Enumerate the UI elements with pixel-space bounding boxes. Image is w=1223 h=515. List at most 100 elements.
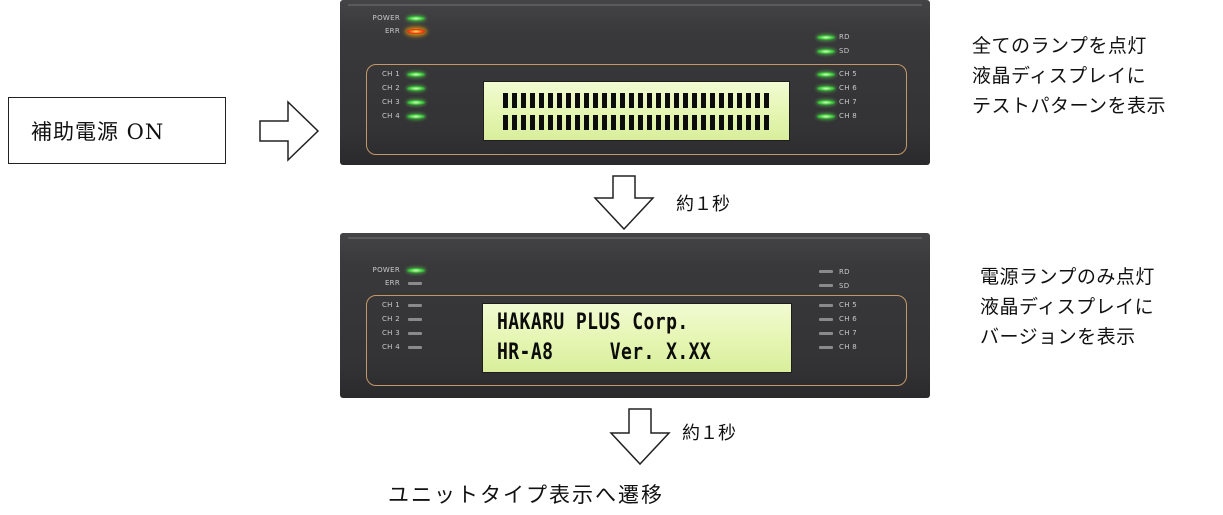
lcd-test-pattern bbox=[483, 81, 790, 141]
lcd-segment bbox=[701, 115, 706, 130]
stage2-description-line: 電源ランプのみ点灯 bbox=[980, 266, 1155, 288]
lcd-segment bbox=[656, 115, 661, 130]
ch3-lamp bbox=[408, 332, 422, 335]
rd-label: RD bbox=[839, 268, 850, 276]
ch6-label: CH 6 bbox=[839, 315, 858, 323]
err-label: ERR bbox=[384, 27, 400, 35]
lcd-segment bbox=[611, 93, 616, 108]
lcd-segment bbox=[665, 115, 670, 130]
lcd-segment bbox=[692, 115, 697, 130]
lcd-segment bbox=[557, 93, 562, 108]
ch6-lamp bbox=[817, 86, 835, 91]
lcd-segment bbox=[584, 115, 589, 130]
lcd-segment bbox=[557, 115, 562, 130]
ch6-lamp bbox=[819, 318, 833, 321]
device-panel-all-lamps: POWER ERR CH 1 CH 2 CH 3 CH 4 RD SD CH 5… bbox=[340, 0, 930, 165]
lcd-segment bbox=[539, 115, 544, 130]
test-pattern-row-1 bbox=[503, 93, 769, 108]
ch5-lamp bbox=[819, 304, 833, 307]
ch7-lamp bbox=[819, 332, 833, 335]
lcd-segment bbox=[701, 93, 706, 108]
lcd-segment bbox=[719, 115, 724, 130]
lcd-segment bbox=[647, 93, 652, 108]
power-lamp bbox=[407, 268, 425, 273]
ch2-lamp bbox=[408, 318, 422, 321]
ch7-lamp bbox=[817, 100, 835, 105]
down-arrow-icon bbox=[609, 408, 671, 466]
lcd-segment bbox=[638, 115, 643, 130]
stage1-description-line: テストパターンを表示 bbox=[972, 95, 1167, 117]
lcd-segment bbox=[593, 115, 598, 130]
stage2-description-line: 液晶ディスプレイに bbox=[980, 296, 1155, 318]
ch3-label: CH 3 bbox=[381, 329, 400, 337]
lcd-segment bbox=[647, 115, 652, 130]
err-label: ERR bbox=[384, 279, 400, 287]
lcd-segment bbox=[746, 93, 751, 108]
lcd-segment bbox=[629, 93, 634, 108]
lcd-segment bbox=[539, 93, 544, 108]
ch1-lamp bbox=[408, 304, 422, 307]
lcd-segment bbox=[530, 93, 535, 108]
ch8-label: CH 8 bbox=[839, 112, 858, 120]
lcd-segment bbox=[692, 93, 697, 108]
lcd-segment bbox=[674, 93, 679, 108]
lcd-segment bbox=[575, 93, 580, 108]
final-state-label: ユニットタイプ表示へ遷移 bbox=[388, 483, 664, 507]
ch4-lamp bbox=[407, 114, 425, 119]
lcd-segment bbox=[719, 93, 724, 108]
ch1-label: CH 1 bbox=[381, 301, 400, 309]
channel-frame bbox=[366, 64, 907, 155]
lcd-segment bbox=[566, 115, 571, 130]
power-on-label: 補助電源 ON bbox=[31, 119, 165, 144]
lcd-segment bbox=[737, 93, 742, 108]
lcd-segment bbox=[566, 93, 571, 108]
stage1-description-line: 全てのランプを点灯 bbox=[972, 35, 1147, 57]
lcd-segment bbox=[602, 115, 607, 130]
err-lamp bbox=[407, 29, 425, 34]
lcd-segment bbox=[530, 115, 535, 130]
lcd-segment bbox=[665, 93, 670, 108]
lcd-segment bbox=[737, 115, 742, 130]
lcd-segment bbox=[656, 93, 661, 108]
lcd-segment bbox=[602, 93, 607, 108]
ch2-lamp bbox=[407, 86, 425, 91]
power-lamp bbox=[407, 16, 425, 21]
lcd-segment bbox=[629, 115, 634, 130]
stage2-description-line: バージョンを表示 bbox=[980, 326, 1136, 348]
lcd-segment bbox=[503, 115, 508, 130]
stage2-description: 電源ランプのみ点灯 液晶ディスプレイに バージョンを表示 bbox=[980, 262, 1155, 352]
lcd-segment bbox=[593, 93, 598, 108]
ch1-label: CH 1 bbox=[381, 70, 400, 78]
channel-frame bbox=[366, 295, 907, 386]
lcd-version-display: HAKARU PLUS Corp. HR-A8 Ver. X.XX bbox=[482, 303, 792, 373]
ch4-label: CH 4 bbox=[381, 112, 400, 120]
test-pattern-row-2 bbox=[503, 115, 769, 130]
ch5-label: CH 5 bbox=[839, 70, 858, 78]
rd-label: RD bbox=[839, 33, 850, 41]
sd-label: SD bbox=[839, 47, 850, 55]
lcd-segment bbox=[503, 93, 508, 108]
lcd-segment bbox=[728, 115, 733, 130]
ch8-label: CH 8 bbox=[839, 343, 858, 351]
ch3-lamp bbox=[407, 100, 425, 105]
lcd-segment bbox=[548, 93, 553, 108]
lcd-segment bbox=[710, 115, 715, 130]
lcd-segment bbox=[611, 115, 616, 130]
lcd-segment bbox=[620, 115, 625, 130]
lcd-segment bbox=[575, 115, 580, 130]
lcd-segment bbox=[521, 115, 526, 130]
ch5-label: CH 5 bbox=[839, 301, 858, 309]
lcd-segment bbox=[764, 115, 769, 130]
err-lamp bbox=[408, 282, 422, 285]
ch4-label: CH 4 bbox=[381, 343, 400, 351]
transition2-label: 約１秒 bbox=[682, 423, 736, 444]
lcd-segment bbox=[728, 93, 733, 108]
lcd-segment bbox=[512, 93, 517, 108]
lcd-line-1: HAKARU PLUS Corp. bbox=[497, 310, 689, 335]
ch2-label: CH 2 bbox=[381, 84, 400, 92]
lcd-segment bbox=[683, 93, 688, 108]
ch3-label: CH 3 bbox=[381, 98, 400, 106]
lcd-segment bbox=[764, 93, 769, 108]
stage1-description: 全てのランプを点灯 液晶ディスプレイに テストパターンを表示 bbox=[972, 31, 1166, 121]
ch2-label: CH 2 bbox=[381, 315, 400, 323]
